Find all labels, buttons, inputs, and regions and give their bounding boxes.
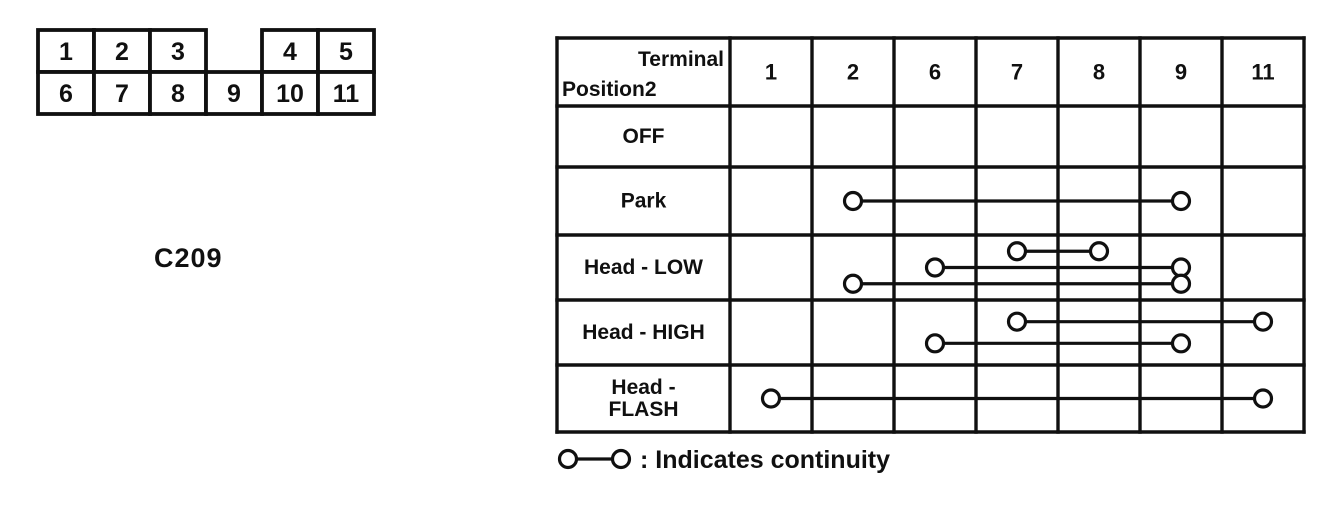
position-row-label: FLASH <box>609 398 679 421</box>
connector-pin-number: 10 <box>276 80 304 108</box>
position-row-label: Head - <box>611 376 675 399</box>
connector-label: C209 <box>154 243 223 273</box>
terminal-header: 1 <box>765 60 777 85</box>
corner-label-position: Position2 <box>562 78 657 101</box>
connector-pin-cell <box>148 70 208 116</box>
continuity-terminal-circle <box>1006 311 1028 332</box>
table-grid <box>555 36 1306 434</box>
connector-pin-number: 1 <box>59 38 73 66</box>
connector-pin-number: 3 <box>171 38 185 66</box>
connector-pin-number: 8 <box>171 80 185 108</box>
continuity-terminal-circle <box>1170 273 1192 294</box>
connector-pin-cell <box>316 70 376 116</box>
continuity-terminal-circle <box>842 273 864 294</box>
position-row-label: Head - HIGH <box>582 321 705 344</box>
connector-pin-number: 7 <box>115 80 129 108</box>
continuity-terminal-circle <box>1006 241 1028 262</box>
continuity-terminal-circle <box>1170 190 1192 212</box>
connector-pin-number: 5 <box>339 38 353 66</box>
corner-label-terminal: Terminal <box>638 48 724 71</box>
terminal-header: 9 <box>1175 60 1187 85</box>
connector-pin-cell <box>204 70 264 116</box>
continuity-terminal-circle <box>760 388 782 409</box>
continuity-terminal-circle <box>842 190 864 212</box>
continuity-terminal-circle <box>1252 388 1274 409</box>
connector-pin-number: 4 <box>283 38 297 66</box>
position-row-label: Park <box>621 190 667 213</box>
position-row-label: Head - LOW <box>584 256 703 279</box>
connector-pinout: 1 2 3 4 5 6 7 8 9 10 11 <box>36 28 376 116</box>
terminal-header: 7 <box>1011 60 1023 85</box>
connector-pin-number: 6 <box>59 80 73 108</box>
continuity-connections <box>760 190 1274 409</box>
continuity-terminal-circle <box>1170 257 1192 278</box>
continuity-symbol-icon <box>557 448 632 470</box>
legend-text: : Indicates continuity <box>640 446 890 474</box>
terminal-header: 6 <box>929 60 941 85</box>
terminal-headers: 1 2 6 7 8 9 11 <box>765 60 1275 85</box>
continuity-terminal-circle <box>924 257 946 278</box>
terminal-header: 11 <box>1251 60 1274 85</box>
continuity-terminal-circle <box>924 333 946 354</box>
continuity-terminal-circle <box>1170 333 1192 354</box>
connector-pin-number: 2 <box>115 38 129 66</box>
connector-pin-cell <box>260 70 320 116</box>
terminal-header: 2 <box>847 60 859 85</box>
connector-pin-number: 9 <box>227 80 241 108</box>
connector-pin-number: 11 <box>333 80 360 108</box>
terminal-header: 8 <box>1093 60 1105 85</box>
continuity-terminal-circle <box>1252 311 1274 332</box>
continuity-terminal-circle <box>1088 241 1110 262</box>
continuity-table: Terminal Position2 1 2 6 7 8 9 11 OFF ParkHead … <box>555 36 1306 434</box>
position-row-label: OFF <box>623 125 665 148</box>
legend: : Indicates continuity <box>557 446 890 474</box>
